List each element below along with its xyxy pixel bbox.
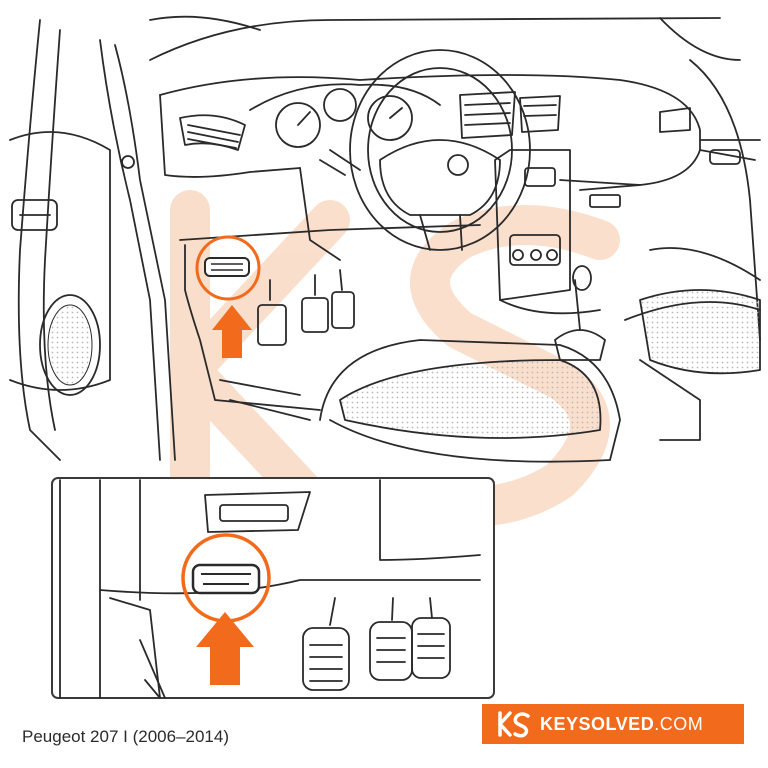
up-arrow-icon <box>212 305 252 358</box>
brand-name-suffix: .COM <box>654 713 704 734</box>
car-interior-illustration <box>9 15 761 463</box>
lion-emblem-icon <box>447 154 469 176</box>
vehicle-caption: Peugeot 207 I (2006–2014) <box>22 727 230 746</box>
brand-name-bold: KEYSOLVED <box>540 713 655 734</box>
up-arrow-icon-zoomed <box>196 612 254 685</box>
keysolved-logo-icon <box>498 711 530 738</box>
brand-banner: KEYSOLVED.COM <box>482 704 744 744</box>
brand-name: KEYSOLVED.COM <box>540 714 703 735</box>
detail-inset <box>51 477 495 699</box>
obd-port-highlight-main <box>195 235 261 301</box>
obd-port-icon-zoomed <box>191 563 261 595</box>
obd-port-icon <box>204 257 250 277</box>
